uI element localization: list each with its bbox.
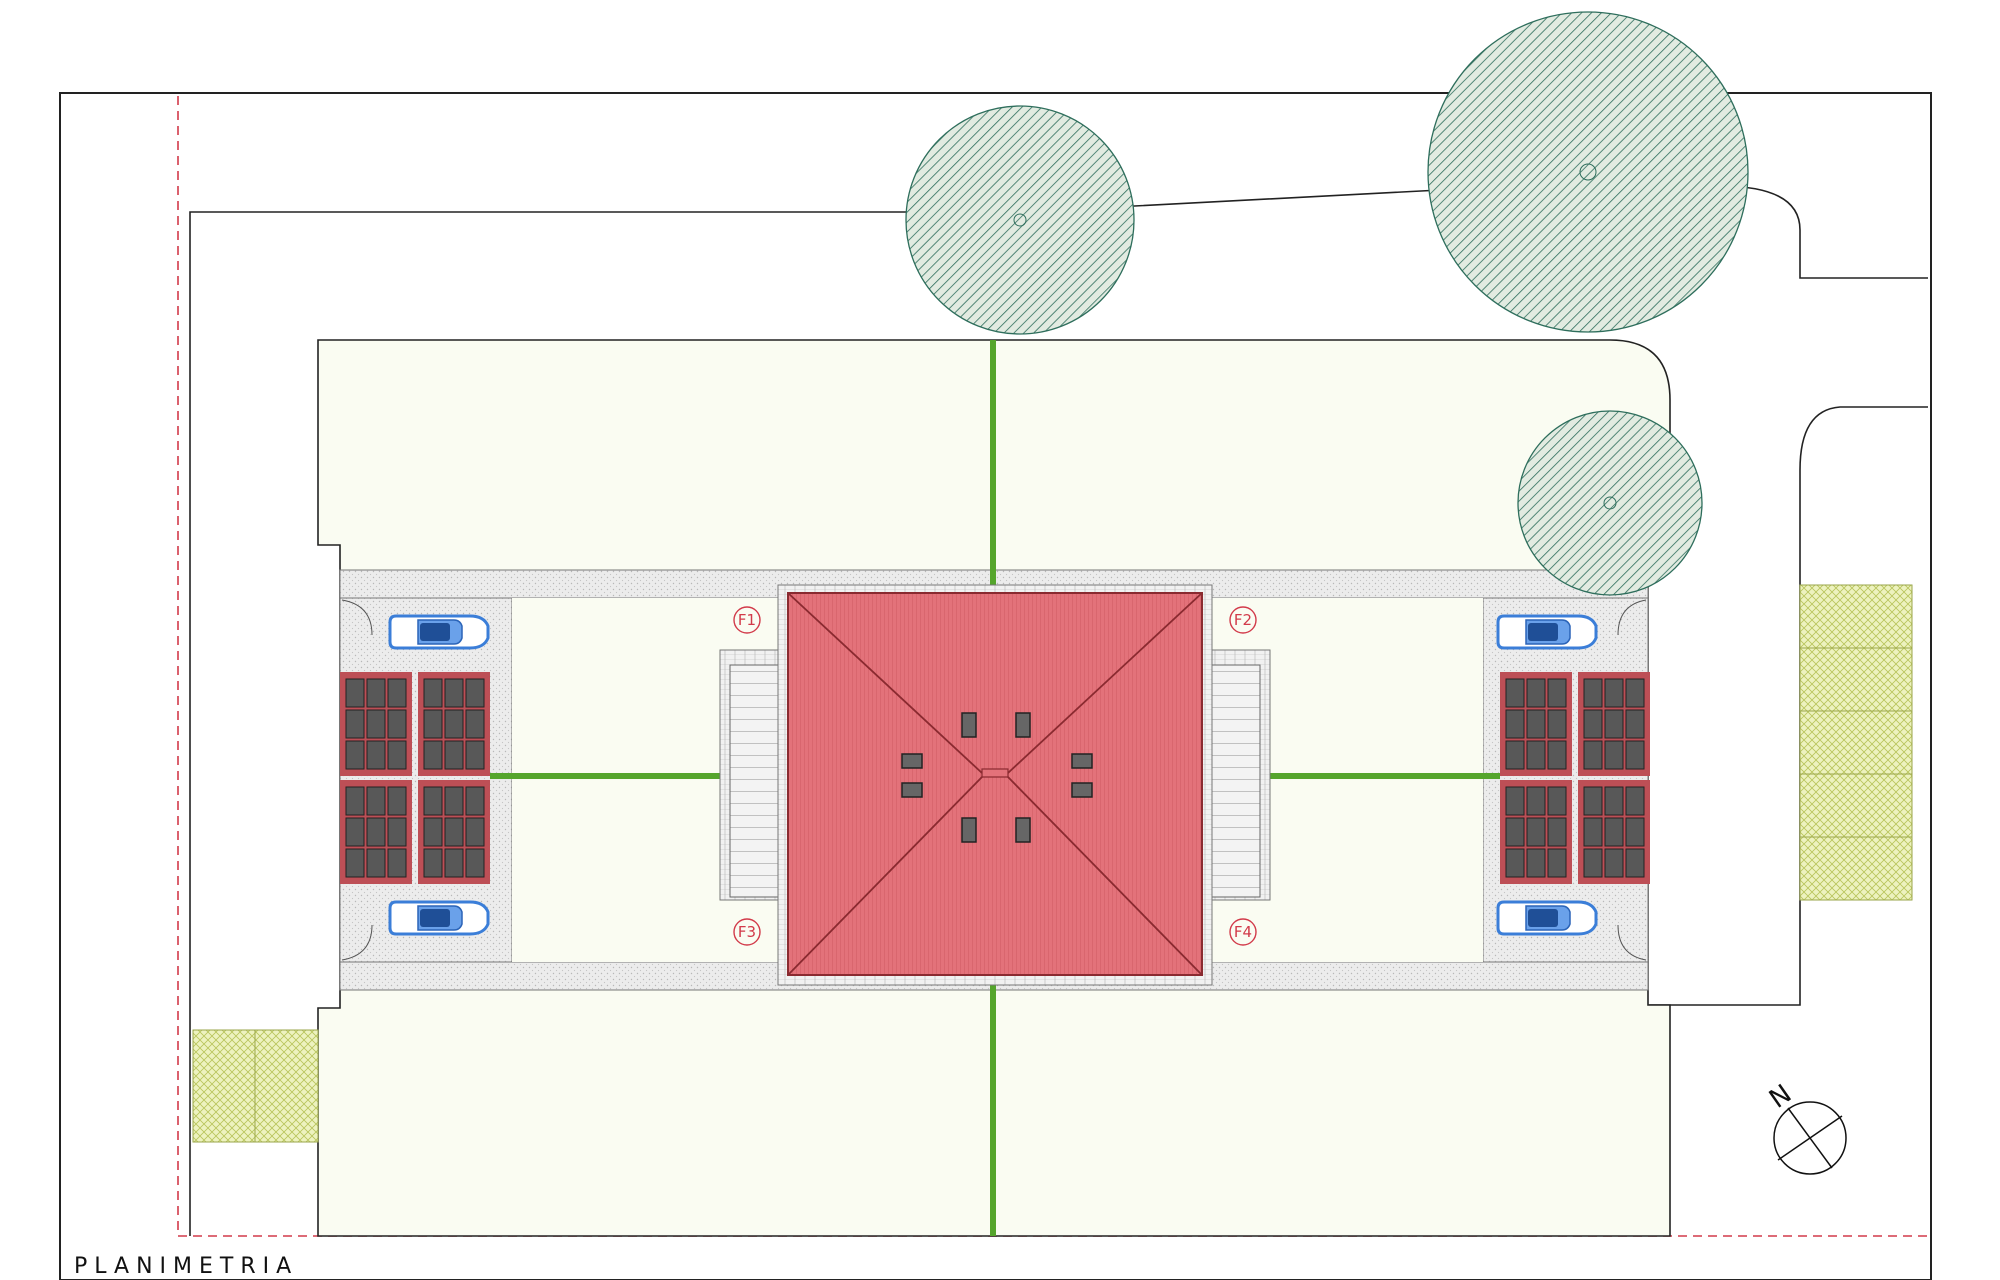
tree-symbol (905, 105, 1135, 335)
stairs-west-steps (729, 664, 785, 898)
svg-text:F1: F1 (738, 611, 756, 629)
svg-text:F3: F3 (738, 923, 756, 941)
sheet-title: PLANIMETRIA (74, 1254, 299, 1279)
chimney-icon (901, 712, 1093, 843)
svg-text:F2: F2 (1234, 611, 1252, 629)
hedges (490, 340, 1500, 1236)
property-boundary (177, 96, 1928, 1237)
roof-hips (787, 592, 1203, 976)
tree-symbol (1427, 11, 1749, 333)
roof-ridge (981, 768, 1009, 778)
stairs-east-steps (1205, 664, 1261, 898)
unit-label-f1: F1 (733, 606, 761, 634)
gate-arcs (341, 599, 1647, 961)
parking-zone-left (192, 1029, 319, 1143)
tree-symbol (1517, 410, 1703, 596)
svg-text:F4: F4 (1234, 923, 1252, 941)
parking-zone-right (1799, 584, 1913, 901)
unit-label-f3: F3 (733, 918, 761, 946)
unit-label-f2: F2 (1229, 606, 1257, 634)
unit-label-f4: F4 (1229, 918, 1257, 946)
